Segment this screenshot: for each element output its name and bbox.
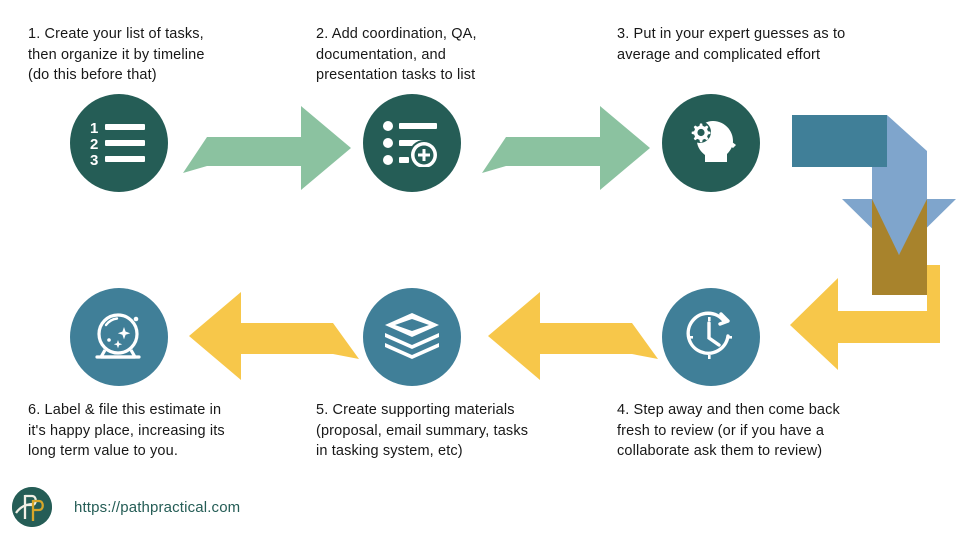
bend-yellow-left-arrow	[790, 265, 940, 370]
step-2-circle[interactable]	[363, 94, 461, 192]
crystal-ball-icon	[91, 310, 147, 364]
step-5-caption: 5. Create supporting materials (proposal…	[316, 402, 529, 459]
step-4-circle[interactable]	[662, 288, 760, 386]
arrow-step4-to-step5	[482, 292, 658, 380]
add-to-list-icon	[383, 119, 441, 167]
step-2-caption: 2. Add coordination, QA, documentation, …	[316, 26, 477, 83]
footer: https://pathpractical.com	[12, 487, 240, 527]
step-4-caption: 4. Step away and then come back fresh to…	[617, 402, 840, 459]
pathpractical-logo	[12, 487, 52, 527]
bend-teal-block	[792, 115, 887, 167]
bend-blue-down-arrow	[842, 115, 956, 255]
step-6-circle[interactable]	[70, 288, 168, 386]
step-3-circle[interactable]	[662, 94, 760, 192]
arrow-step1-to-step2	[183, 106, 351, 190]
svg-text:1: 1	[90, 120, 98, 137]
step-1-caption: 1. Create your list of tasks, then organ…	[28, 26, 205, 83]
arrow-step3-to-step4	[790, 115, 956, 385]
head-with-gear-icon	[683, 117, 739, 169]
step-5-circle[interactable]	[363, 288, 461, 386]
arrow-step5-to-step6	[183, 292, 359, 380]
clock-history-icon	[683, 309, 739, 365]
step-3-caption: 3. Put in your expert guesses as to aver…	[617, 26, 846, 63]
step-1-circle[interactable]: 1 2 3	[70, 94, 168, 192]
bend-bronze-block	[872, 199, 927, 295]
step-6-caption: 6. Label & file this estimate in it's ha…	[28, 402, 225, 459]
svg-text:3: 3	[90, 152, 98, 166]
site-url-text[interactable]: https://pathpractical.com	[74, 498, 241, 516]
layers-stack-icon	[383, 311, 441, 363]
svg-text:2: 2	[90, 136, 98, 153]
arrow-step2-to-step3	[482, 106, 650, 190]
numbered-list-icon: 1 2 3	[90, 120, 148, 166]
